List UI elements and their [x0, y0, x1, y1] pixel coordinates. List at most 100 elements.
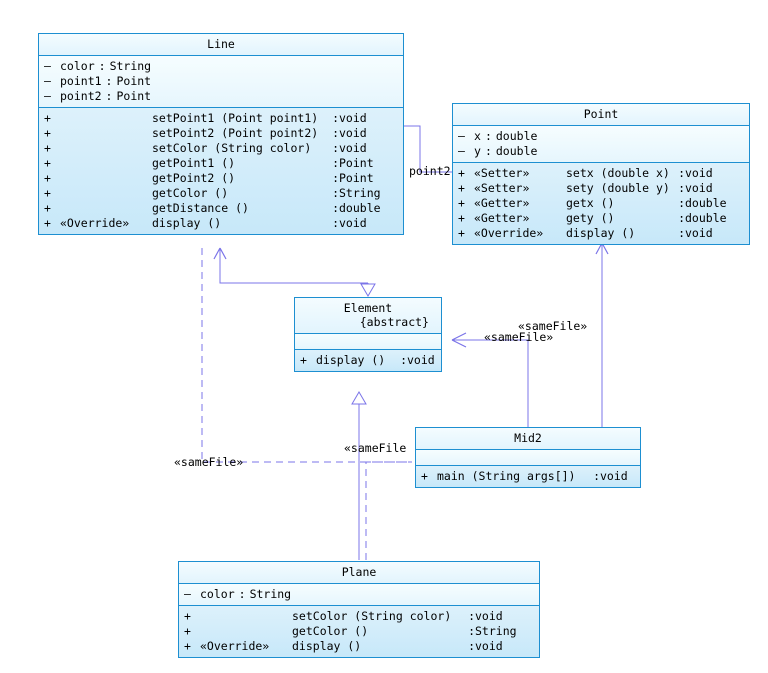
visibility: + [44, 171, 51, 185]
colon: : [400, 353, 407, 367]
visibility: + [44, 216, 51, 230]
edge-plane-samefile [365, 461, 412, 560]
edge-label-samefile-line-mid2: «sameFile» [174, 455, 244, 469]
operation-return: double [685, 196, 727, 210]
operation-signature: display () [152, 216, 222, 230]
stereotype: «Override» [60, 216, 130, 230]
operation-signature: setColor (String color) [152, 141, 312, 155]
operation-signature: getx () [566, 196, 615, 210]
visibility: + [184, 639, 191, 653]
attribute-type: Point [116, 74, 152, 88]
colon: : [332, 171, 339, 185]
operation-return: void [600, 469, 628, 483]
attribute-type: double [495, 144, 538, 158]
operation-return: void [339, 111, 367, 125]
operation-signature: gety () [566, 211, 615, 225]
visibility: + [44, 201, 51, 215]
operation-row: + «Getter» gety () : double [453, 211, 749, 226]
operation-row: + getColor () : String [179, 624, 539, 639]
operation-signature: getColor () [152, 186, 229, 200]
visibility: + [300, 353, 307, 367]
colon: : [468, 639, 475, 653]
operation-row: + display () : void [295, 353, 441, 368]
attribute-type: String [249, 587, 292, 601]
class-name-line: Line [207, 37, 235, 51]
class-box-line[interactable]: Line – color : String – point1 : Point –… [38, 33, 404, 235]
visibility: – [44, 74, 51, 88]
class-attributes-plane: – color : String [179, 584, 539, 606]
colon: : [332, 216, 339, 230]
colon: : [484, 144, 492, 158]
colon: : [678, 166, 685, 180]
class-name-mid2: Mid2 [514, 431, 542, 445]
attribute-row: – x : double [453, 129, 749, 144]
attribute-name: point1 [60, 74, 102, 88]
visibility: + [184, 609, 191, 623]
class-title-plane: Plane [179, 562, 539, 584]
colon: : [678, 181, 685, 195]
operation-return: Point [339, 171, 374, 185]
operation-return: void [475, 639, 503, 653]
operation-row: + «Setter» sety (double y) : void [453, 181, 749, 196]
colon: : [332, 186, 339, 200]
class-attributes-line: – color : String – point1 : Point – poin… [39, 56, 403, 108]
edge-line-element [213, 247, 368, 284]
operation-return: String [475, 624, 517, 638]
operation-row: + «Override» display () : void [453, 226, 749, 241]
operation-return: void [339, 141, 367, 155]
operation-return: void [339, 216, 367, 230]
stereotype: «Getter» [474, 211, 530, 225]
attribute-type: String [109, 59, 152, 73]
attribute-name: y [474, 144, 481, 158]
class-operations-line: + setPoint1 (Point point1) : void + setP… [39, 108, 403, 234]
colon: : [468, 624, 475, 638]
colon: : [484, 129, 492, 143]
colon: : [332, 126, 339, 140]
class-box-element[interactable]: Element {abstract} + display () : void [294, 297, 442, 372]
colon: : [332, 201, 339, 215]
operation-signature: display () [292, 639, 362, 653]
operation-row: + «Getter» getx () : double [453, 196, 749, 211]
edge-mid2-element-samefile [451, 332, 529, 432]
attribute-type: Point [116, 89, 152, 103]
operation-row: + setPoint2 (Point point2) : void [39, 126, 403, 141]
operation-row: + setColor (String color) : void [39, 141, 403, 156]
class-title-point: Point [453, 104, 749, 126]
class-name-plane: Plane [341, 565, 377, 579]
operation-signature: getPoint1 () [152, 156, 236, 170]
operation-return: double [339, 201, 381, 215]
colon: : [678, 196, 685, 210]
stereotype: «Setter» [474, 181, 530, 195]
visibility: + [458, 196, 465, 210]
colon: : [678, 211, 685, 225]
class-operations-point: + «Setter» setx (double x) : void + «Set… [453, 163, 749, 244]
visibility: + [458, 166, 465, 180]
visibility: + [44, 126, 51, 140]
class-box-plane[interactable]: Plane – color : String + setColor (Strin… [178, 561, 540, 658]
visibility: + [421, 469, 428, 483]
visibility: – [184, 587, 191, 601]
visibility: + [458, 211, 465, 225]
class-title-element: Element {abstract} [295, 298, 441, 334]
operation-return: void [339, 126, 367, 140]
operation-signature: setx (double x) [566, 166, 670, 180]
visibility: – [458, 129, 465, 143]
edge-label-samefile-plane-mid2: «sameFile [344, 441, 407, 455]
class-box-point[interactable]: Point – x : double – y : double + «Sette… [452, 103, 750, 245]
operation-row: + «Setter» setx (double x) : void [453, 166, 749, 181]
stereotype: «Override» [474, 226, 544, 240]
class-box-mid2[interactable]: Mid2 + main (String args[]) : void [415, 427, 641, 488]
class-name-point: Point [583, 107, 619, 121]
operation-row: + getPoint2 () : Point [39, 171, 403, 186]
attribute-name: color [200, 587, 235, 601]
operation-row: + setColor (String color) : void [179, 609, 539, 624]
colon: : [332, 156, 339, 170]
attribute-row: – point2 : Point [39, 89, 403, 104]
attribute-name: color [60, 59, 95, 73]
operation-signature: setPoint2 (Point point2) [152, 126, 319, 140]
visibility: – [458, 144, 465, 158]
colon: : [678, 226, 685, 240]
colon: : [593, 469, 600, 483]
class-title-mid2: Mid2 [416, 428, 640, 450]
colon: : [468, 609, 475, 623]
